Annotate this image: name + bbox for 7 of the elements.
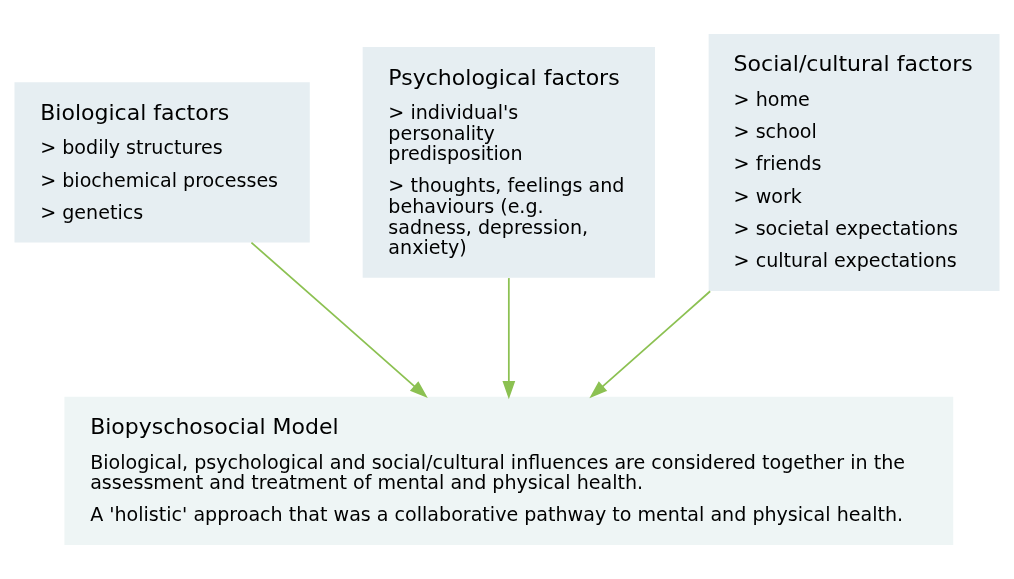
arrow — [250, 241, 428, 399]
node-box: Psychological factors > individual's personality predisposition > thoughts, feelings and behaviours (e.g. sadness, depression, anxiety) — [362, 47, 655, 278]
arrow — [589, 290, 712, 399]
arrow — [502, 277, 516, 400]
node-box: Biopyschosocial Model Biological, psychological and social/cultural influences are considered together in the assessment and treatment of mental and physical health. A 'holistic' approach that was a collaborative pathway to mental and physical health. — [64, 396, 954, 546]
node-box: Biological factors > bodily structures > biochemical processes > genetics — [14, 82, 310, 243]
node-box: Social/cultural factors > home > school > friends > work > societal expectations > cultural expectations — [708, 33, 1000, 291]
